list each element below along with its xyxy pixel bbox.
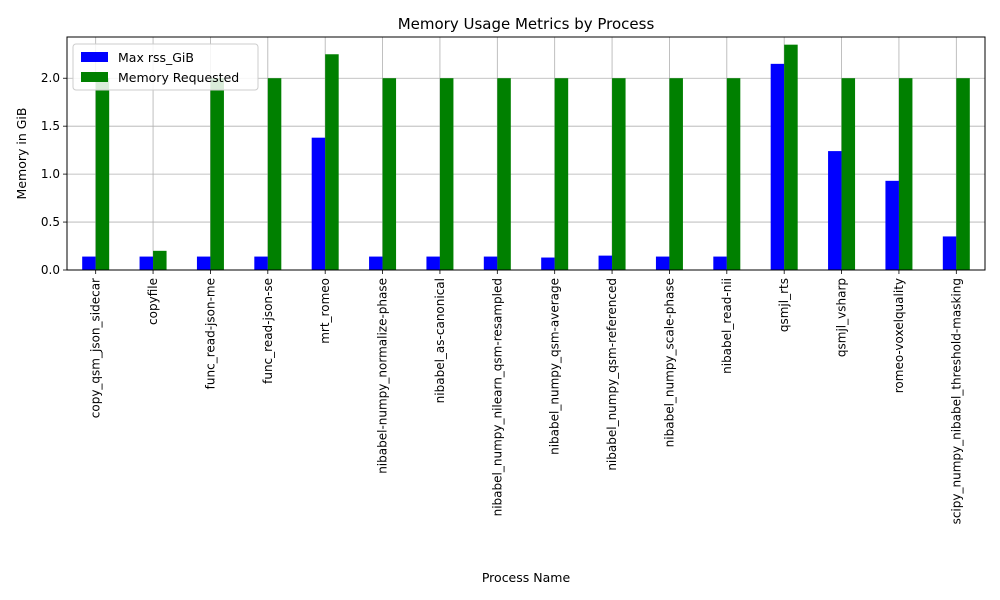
- x-tick-label: func_read-json-se: [261, 278, 275, 384]
- x-tick-label: nibabel_numpy_qsm-average: [548, 278, 562, 455]
- x-tick-label: mrt_romeo: [318, 278, 332, 344]
- x-tick-label: romeo-voxelquality: [892, 278, 906, 393]
- x-tick-label: scipy_numpy_nibabel_threshold-masking: [949, 278, 963, 524]
- x-tick-label: qsmjl_vsharp: [835, 278, 849, 357]
- x-tick-label: func_read-json-me: [203, 278, 217, 389]
- legend-swatch: [81, 72, 108, 82]
- bar-max-rss: [196, 256, 211, 270]
- bar-memory-requested: [267, 78, 282, 270]
- bar-max-rss: [82, 256, 96, 270]
- bar-max-rss: [483, 256, 498, 270]
- y-axis: 0.0 0.5 1.0 1.5 2.0: [41, 71, 67, 277]
- bar-max-rss: [713, 256, 727, 270]
- chart-title: Memory Usage Metrics by Process: [398, 15, 655, 33]
- x-tick-label: nibabel_numpy_qsm-referenced: [605, 278, 619, 471]
- bar-max-rss: [655, 256, 670, 270]
- bar-memory-requested: [95, 78, 110, 270]
- bar-max-rss: [311, 137, 326, 270]
- legend: Max rss_GiB Memory Requested: [72, 43, 259, 91]
- bar-max-rss: [254, 256, 268, 270]
- bar-max-rss: [770, 63, 785, 271]
- y-tick-label: 1.0: [41, 167, 60, 181]
- x-tick-label: copyfile: [146, 278, 160, 325]
- bar-memory-requested: [956, 78, 970, 270]
- bar-memory-requested: [210, 78, 224, 270]
- y-tick-label: 0.5: [41, 215, 60, 229]
- bar-memory-requested: [382, 78, 397, 270]
- x-tick-label: qsmjl_rts: [777, 278, 791, 332]
- x-tick-label: nibabel_read-nii: [720, 278, 734, 374]
- bars: [82, 44, 970, 271]
- bar-memory-requested: [497, 78, 511, 270]
- bar-max-rss: [541, 257, 555, 270]
- bar-memory-requested: [439, 78, 454, 270]
- bar-memory-requested: [784, 44, 798, 271]
- bar-memory-requested: [726, 78, 741, 270]
- x-axis-label: Process Name: [482, 570, 571, 585]
- x-tick-label: nibabel_numpy_scale-phase: [662, 278, 676, 447]
- bar-max-rss: [426, 256, 440, 270]
- bar-memory-requested: [554, 78, 569, 270]
- bar-memory-requested: [841, 78, 856, 270]
- bar-memory-requested: [612, 78, 626, 270]
- plot-frame: [66, 36, 986, 271]
- bar-max-rss: [828, 151, 842, 270]
- bar-memory-requested: [325, 54, 339, 270]
- legend-label: Memory Requested: [118, 70, 239, 85]
- bar-memory-requested: [669, 78, 683, 270]
- bar-memory-requested: [898, 78, 913, 270]
- y-tick-label: 0.0: [41, 263, 60, 277]
- x-tick-label: nibabel_as-canonical: [433, 278, 447, 403]
- bar-max-rss: [598, 255, 613, 270]
- bar-memory-requested: [153, 250, 167, 270]
- legend-swatch: [81, 52, 108, 62]
- x-tick-label: nibabel_numpy_nilearn_qsm-resampled: [490, 278, 504, 516]
- bar-max-rss: [369, 256, 383, 270]
- bar-max-rss: [139, 256, 154, 270]
- y-tick-label: 2.0: [41, 71, 60, 85]
- y-tick-label: 1.5: [41, 119, 60, 133]
- y-axis-label: Memory in GiB: [14, 108, 29, 200]
- x-tick-label: nibabel-numpy_normalize-phase: [376, 278, 390, 474]
- x-tick-label: copy_qsm_json_sidecar: [89, 278, 103, 418]
- legend-label: Max rss_GiB: [118, 50, 194, 65]
- bar-max-rss: [942, 236, 957, 270]
- legend-frame: [72, 43, 259, 91]
- x-axis: copy_qsm_json_sidecar copyfile func_read-j…: [89, 270, 963, 524]
- bar-max-rss: [885, 180, 899, 270]
